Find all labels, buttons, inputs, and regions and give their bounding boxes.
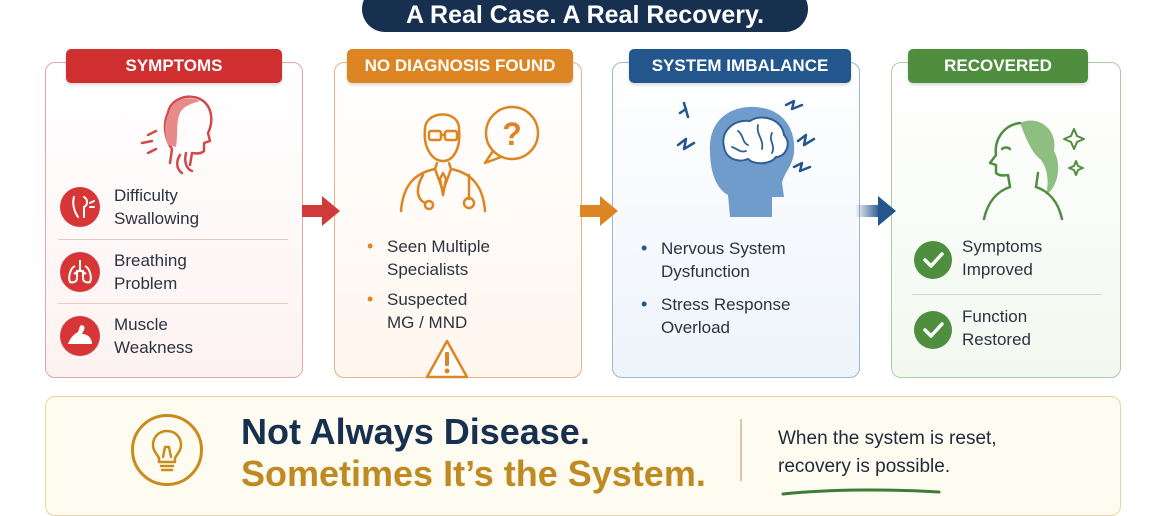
divider	[912, 294, 1102, 295]
bottom-banner: Not Always Disease. Sometimes It’s the S…	[45, 396, 1121, 516]
system-imbalance-badge: SYSTEM IMBALANCE	[629, 49, 851, 83]
woman-coughing-icon	[140, 95, 213, 175]
tagline: When the system is reset, recovery is po…	[778, 428, 997, 477]
nervous-system-item: Nervous System Dysfunction	[639, 237, 786, 283]
vertical-divider	[740, 419, 742, 481]
arrow-right-icon	[302, 196, 340, 226]
symptoms-badge: SYMPTOMS	[66, 49, 282, 83]
lightbulb-icon	[131, 414, 203, 486]
page-title: A Real Case. A Real Recovery.	[362, 0, 808, 32]
symptoms-card: SYMPTOMS Difficulty Swallowing Breathing…	[45, 49, 303, 378]
symptom-muscle-weakness: Muscle Weakness	[58, 308, 288, 364]
warning-icon	[425, 339, 469, 379]
headline-line2: Sometimes It’s the System.	[241, 453, 706, 494]
brain-head-icon	[676, 99, 816, 217]
symptom-breathing-problem: Breathing Problem	[58, 244, 288, 300]
system-imbalance-card: SYSTEM IMBALANCE Nervous System Dysfunct…	[612, 49, 860, 378]
headline-line1: Not Always Disease.	[241, 411, 590, 452]
arm-muscle-icon	[60, 316, 100, 356]
symptom-difficulty-swallowing: Difficulty Swallowing	[58, 179, 288, 235]
underline-swoosh	[781, 488, 941, 496]
arrow-right-icon	[580, 196, 618, 226]
recovered-card: RECOVERED Symptoms Improved Function Res…	[891, 49, 1121, 378]
arrow-right-icon	[856, 196, 896, 226]
woman-relieved-icon	[982, 120, 1085, 221]
function-restored-item: Function Restored	[912, 305, 1112, 355]
svg-text:?: ?	[502, 116, 522, 152]
check-icon	[914, 311, 952, 349]
recovered-badge: RECOVERED	[908, 49, 1088, 83]
symptoms-improved-item: Symptoms Improved	[912, 235, 1112, 285]
throat-icon	[60, 187, 100, 227]
no-diagnosis-badge: NO DIAGNOSIS FOUND	[347, 49, 573, 83]
divider	[58, 239, 288, 240]
stress-response-item: Stress Response Overload	[639, 293, 790, 339]
specialists-item: Seen Multiple Specialists	[365, 235, 490, 281]
divider	[58, 303, 288, 304]
no-diagnosis-card: NO DIAGNOSIS FOUND ? Seen Multiple Speci…	[334, 49, 582, 379]
lungs-icon	[60, 252, 100, 292]
check-icon	[914, 241, 952, 279]
doctor-icon: ?	[399, 105, 540, 213]
suspected-item: Suspected MG / MND	[365, 288, 467, 334]
